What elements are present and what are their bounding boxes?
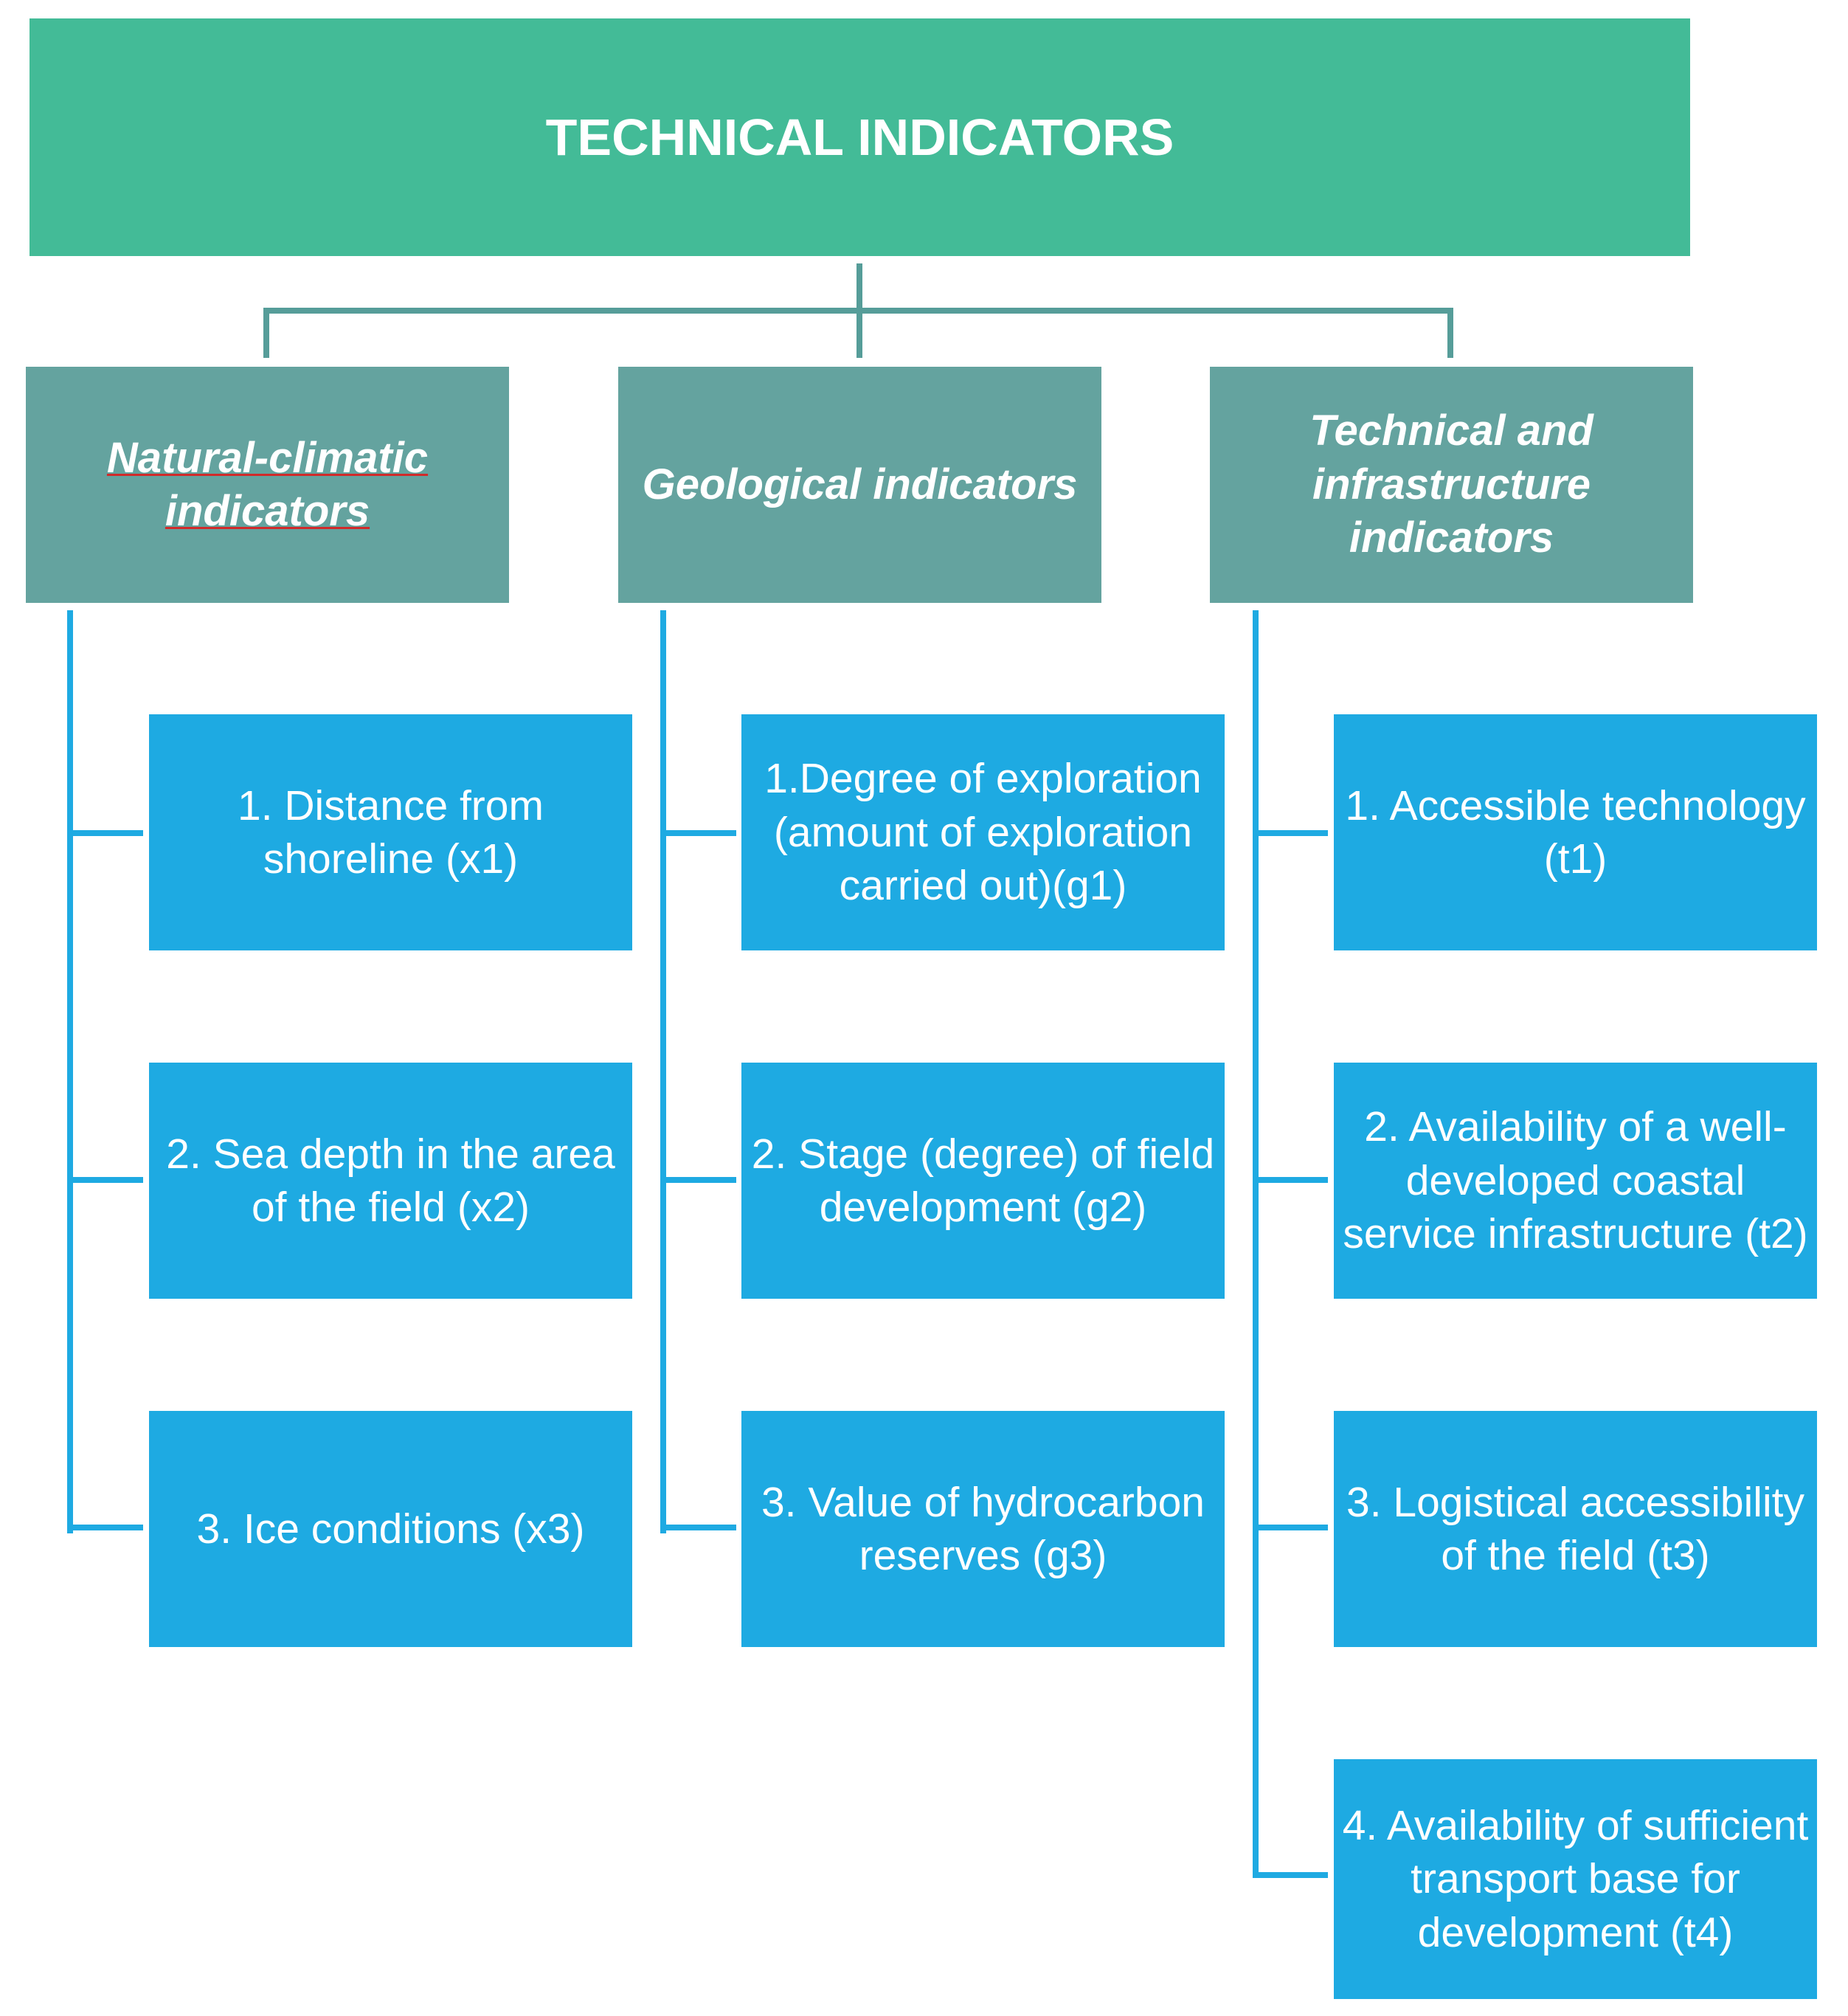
- connector-spine-natural: [67, 610, 73, 1533]
- connector-branch-x2: [67, 1177, 143, 1183]
- indicator-label-g2: 2. Stage (degree) of field development (…: [751, 1130, 1215, 1231]
- category-natural-climatic: Natural-climatic indicators: [26, 367, 509, 603]
- category-technical-infrastructure: Technical and infrastructure indicators: [1210, 367, 1693, 603]
- indicator-label-x3: 3. Ice conditions (x3): [196, 1505, 585, 1553]
- connector-drop-technical: [1447, 308, 1453, 358]
- indicator-box-t1: 1. Accessible technology (t1): [1334, 714, 1817, 950]
- indicator-box-x1: 1. Distance from shoreline (x1): [149, 714, 632, 950]
- connector-drop-natural: [263, 308, 269, 358]
- connector-horizontal-bar: [263, 308, 1453, 314]
- category-label-natural-climatic: Natural-climatic indicators: [106, 433, 429, 536]
- indicator-box-t3: 3. Logistical accessibility of the field…: [1334, 1411, 1817, 1647]
- connector-branch-g1: [660, 830, 736, 836]
- category-label-geological: Geological indicators: [642, 460, 1078, 508]
- indicator-box-x2: 2. Sea depth in the area of the field (x…: [149, 1063, 632, 1299]
- connector-branch-t2: [1253, 1177, 1328, 1183]
- indicator-box-g1: 1.Degree of exploration (amount of explo…: [741, 714, 1225, 950]
- connector-spine-technical: [1253, 610, 1259, 1878]
- connector-branch-x1: [67, 830, 143, 836]
- diagram-title: TECHNICAL INDICATORS: [545, 108, 1174, 166]
- category-label-technical-infrastructure: Technical and infrastructure indicators: [1309, 407, 1593, 562]
- indicator-label-g3: 3. Value of hydrocarbon reserves (g3): [761, 1478, 1205, 1579]
- connector-branch-t1: [1253, 830, 1328, 836]
- indicator-label-t3: 3. Logistical accessibility of the field…: [1346, 1478, 1804, 1579]
- indicator-label-x1: 1. Distance from shoreline (x1): [238, 781, 544, 883]
- connector-branch-g3: [660, 1525, 736, 1530]
- connector-branch-t4: [1253, 1872, 1328, 1878]
- connector-branch-x3: [67, 1525, 143, 1530]
- indicator-label-t2: 2. Availability of a well-developed coas…: [1343, 1103, 1808, 1258]
- indicator-box-g3: 3. Value of hydrocarbon reserves (g3): [741, 1411, 1225, 1647]
- connector-branch-t3: [1253, 1525, 1328, 1530]
- indicator-box-g2: 2. Stage (degree) of field development (…: [741, 1063, 1225, 1299]
- indicator-box-t2: 2. Availability of a well-developed coas…: [1334, 1063, 1817, 1299]
- indicator-label-t4: 4. Availability of sufficient transport …: [1342, 1801, 1809, 1956]
- connector-spine-geological: [660, 610, 666, 1533]
- connector-branch-g2: [660, 1177, 736, 1183]
- indicator-label-t1: 1. Accessible technology (t1): [1345, 781, 1806, 883]
- indicator-box-t4: 4. Availability of sufficient transport …: [1334, 1759, 1817, 1999]
- indicator-box-x3: 3. Ice conditions (x3): [149, 1411, 632, 1647]
- category-geological: Geological indicators: [618, 367, 1101, 603]
- indicator-label-x2: 2. Sea depth in the area of the field (x…: [166, 1130, 615, 1231]
- diagram-title-box: TECHNICAL INDICATORS: [30, 18, 1690, 256]
- indicator-label-g1: 1.Degree of exploration (amount of explo…: [764, 755, 1202, 910]
